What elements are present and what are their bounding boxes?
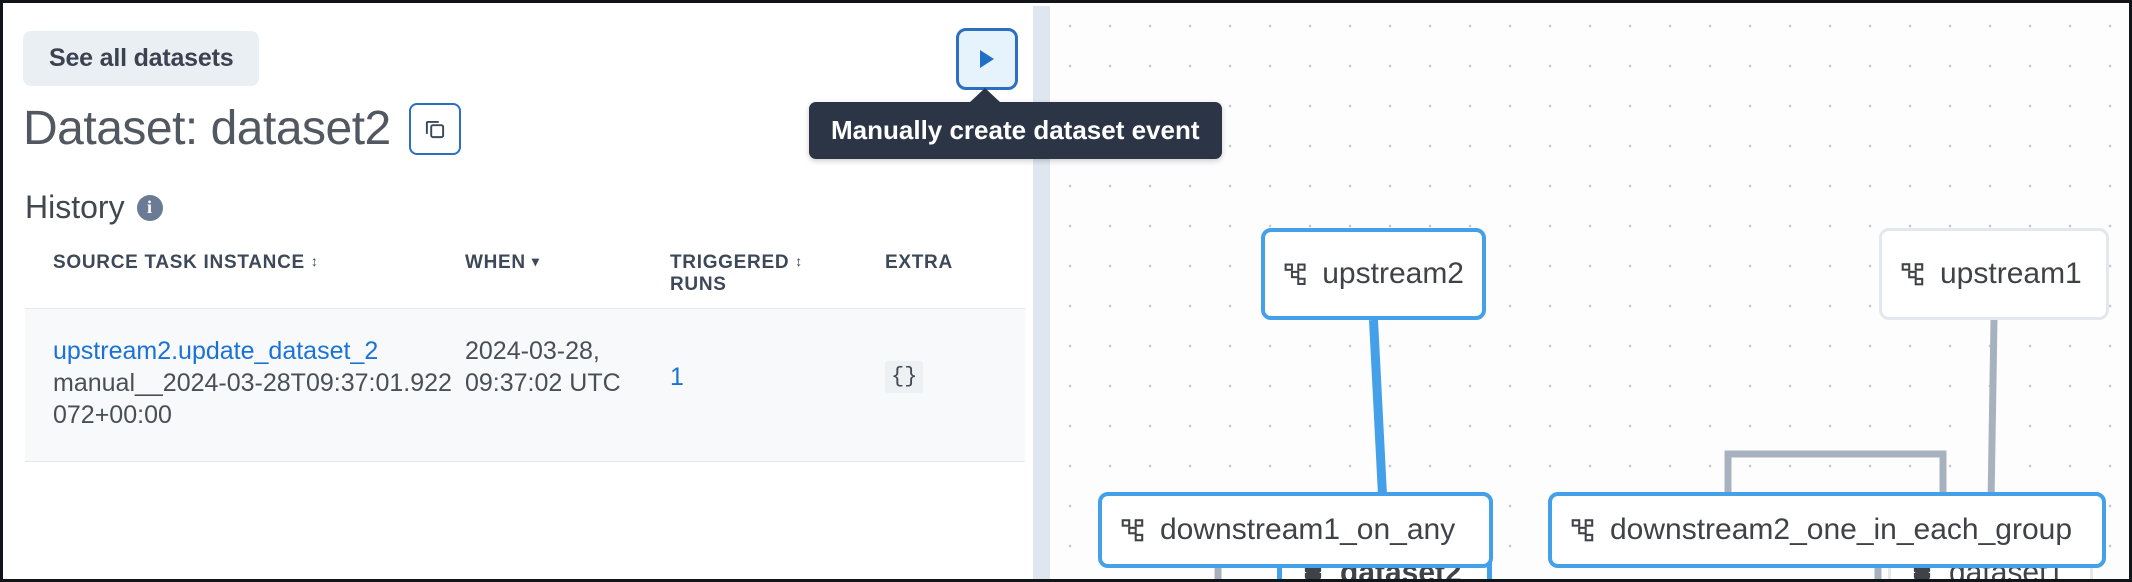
graph-node-label: upstream2 — [1322, 257, 1464, 290]
extra-badge: {} — [885, 361, 924, 394]
see-all-datasets-button[interactable]: See all datasets — [23, 31, 260, 86]
page-title-row: Dataset: dataset2 — [23, 101, 461, 156]
play-icon — [980, 50, 994, 68]
page-title: Dataset: dataset2 — [23, 102, 391, 155]
tooltip: Manually create dataset event — [809, 88, 1222, 159]
triggered-runs-link[interactable]: 1 — [670, 363, 684, 391]
sort-both-icon: ↕ — [795, 253, 803, 269]
graph-node-downstream1-on-any[interactable]: downstream1_on_any — [1098, 492, 1493, 568]
graph-node-upstream2[interactable]: upstream2 — [1261, 228, 1486, 320]
cell-triggered-runs: 1 — [670, 335, 885, 431]
column-header-source-task-instance-label: SOURCE TASK INSTANCE — [53, 252, 305, 273]
info-icon[interactable]: i — [136, 194, 163, 221]
dataset-graph-canvas[interactable]: upstream2 upstream1 dataset2 — [1050, 6, 2129, 579]
panel-resize-divider[interactable] — [1033, 6, 1050, 579]
history-heading-row: History i — [25, 189, 163, 226]
cell-extra: {} — [885, 335, 1025, 431]
graph-node-label: upstream1 — [1940, 257, 2082, 290]
cell-when: 2024-03-28, 09:37:02 UTC — [465, 337, 621, 397]
column-header-when[interactable]: WHEN ▾ — [465, 252, 670, 296]
history-label: History — [25, 189, 125, 225]
cell-source-task-instance: upstream2.update_dataset_2 manual__2024-… — [25, 335, 465, 431]
graph-node-label: downstream1_on_any — [1160, 513, 1456, 546]
table-header-row: SOURCE TASK INSTANCE ↕ WHEN ▾ TRIGGERED … — [25, 252, 1025, 309]
column-header-triggered-runs-label: TRIGGERED RUNS — [670, 252, 790, 295]
dag-icon — [1121, 519, 1144, 542]
sort-descending-icon: ▾ — [531, 253, 540, 269]
column-header-source-task-instance[interactable]: SOURCE TASK INSTANCE ↕ — [25, 252, 465, 296]
source-run-id-text: manual__2024-03-28T09:37:01.922072+00:00 — [53, 369, 452, 429]
copy-icon-button[interactable] — [408, 102, 461, 155]
source-task-instance-link[interactable]: upstream2.update_dataset_2 — [53, 337, 379, 365]
dag-icon — [1284, 263, 1306, 285]
dataset-detail-panel: See all datasets Dataset: dataset2 Histo… — [6, 6, 1033, 579]
graph-node-label: downstream2_one_in_each_group — [1610, 513, 2073, 546]
column-header-extra: EXTRA — [885, 252, 953, 273]
sort-both-icon: ↕ — [310, 253, 319, 269]
copy-icon — [425, 120, 444, 138]
column-header-triggered-runs[interactable]: TRIGGERED RUNS ↕ — [670, 252, 885, 296]
dag-icon — [1901, 263, 1924, 286]
dag-icon — [1571, 519, 1594, 542]
column-header-when-label: WHEN — [465, 252, 526, 273]
table-row: upstream2.update_dataset_2 manual__2024-… — [25, 309, 1025, 462]
manually-create-dataset-event-button[interactable] — [956, 28, 1018, 90]
graph-node-downstream2-one-in-each-group[interactable]: downstream2_one_in_each_group — [1548, 492, 2106, 568]
graph-node-upstream1[interactable]: upstream1 — [1879, 228, 2109, 320]
history-table: SOURCE TASK INSTANCE ↕ WHEN ▾ TRIGGERED … — [25, 252, 1025, 462]
